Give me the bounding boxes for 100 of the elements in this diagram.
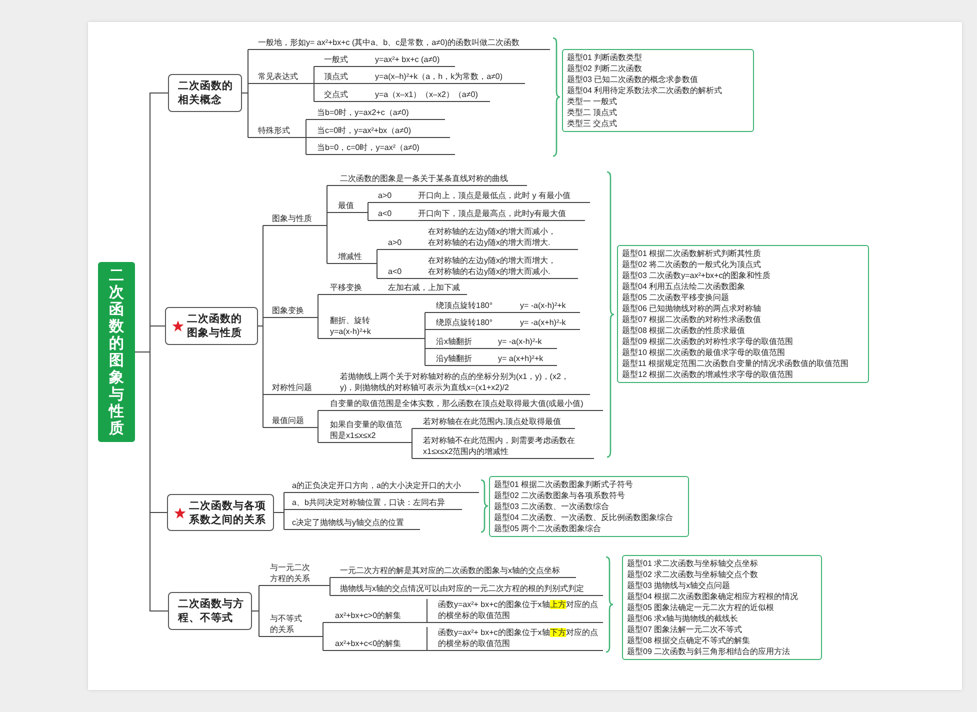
subtopic-text: ax²+bx+c<0的解集: [335, 638, 402, 649]
subtopic-text: 对称性问题: [272, 382, 313, 393]
connector: [324, 585, 330, 596]
subtopic-line: [425, 300, 580, 313]
summary-box: [617, 245, 869, 383]
summary-item: 题型02 二次函数图象与各项系数符号: [494, 490, 626, 501]
subtopic-line: [259, 613, 318, 637]
summary-item: 题型03 已知二次函数的概念求参数值: [567, 74, 700, 85]
subtopic-line: [318, 398, 603, 411]
summary-item: 题型06 求x轴与抛物线的截线长: [627, 613, 740, 624]
summary-box: [489, 476, 689, 537]
subtopic-line: [327, 200, 363, 213]
subtopic-line: [284, 480, 479, 493]
connector: [362, 212, 368, 221]
topic-label: 二次函数的图象与性质: [108, 267, 125, 437]
subtopic-line: [314, 89, 490, 102]
connector: [300, 137, 306, 155]
subtopic-text: 常见表达式: [258, 71, 298, 82]
summary-item: 题型08 根据二次函数的性质求最值: [622, 325, 746, 336]
subtopic-text: 二次函数的图象是一条关于某条直线对称的曲线: [340, 173, 508, 184]
subtopic-line: [318, 419, 407, 443]
connector: [426, 626, 428, 651]
summary-item: 题型12 根据二次函数的增减性求字母的取值范围: [622, 369, 794, 380]
subtopic-text: 绕原点旋转180°: [436, 317, 494, 328]
summary-item: 题型09 根据二次函数的对称性求字母的取值范围: [622, 336, 794, 347]
summary-item: 题型01 求二次函数与坐标轴交点坐标: [627, 558, 760, 569]
subtopic-text: a、b共同决定对称轴位置，口诀：左同右异: [292, 497, 445, 508]
summary-item: 类型一 一般式: [567, 96, 618, 107]
subtopic-text: 在对称轴的左边y随x的增大而增大，在对称轴的右边y随x的增大而减小.: [428, 255, 557, 277]
subtopic-line: [368, 208, 585, 221]
subtopic-line: [284, 517, 420, 530]
subtopic-text: 当b=0时，y=ax2+c（a≠0): [317, 107, 409, 118]
subtopic-text: 一般式: [324, 54, 349, 65]
subtopic-text: 最值: [338, 200, 354, 211]
summary-item: 类型三 交点式: [567, 118, 618, 129]
subtopic-text: 当b=0，c=0时，y=ax²（a≠0): [317, 142, 420, 153]
summary-item: 类型二 顶点式: [567, 107, 618, 118]
subtopic-line: [306, 125, 450, 138]
subtopic-line: [259, 562, 325, 586]
subtopic-text: 图象变换: [272, 305, 304, 316]
topic-label: 二次函数的相关概念: [178, 79, 234, 107]
subtopic-line: [314, 71, 525, 84]
subtopic-text: 特殊形式: [258, 125, 290, 136]
summary-item: 题型05 二次函数平移变换问题: [622, 292, 730, 303]
subtopic-line: [330, 583, 603, 596]
root-topic-box: [98, 262, 135, 442]
summary-item: 题型03 二次函数y=ax²+bx+c的图象和性质: [622, 270, 772, 281]
subtopic-text: y= -a(x-h)²+k: [520, 300, 566, 311]
summary-item: 题型07 根据二次函数的对称性求函数值: [622, 314, 762, 325]
connector: [312, 317, 318, 339]
connector: [258, 326, 264, 428]
subtopic-text: 函数y=ax²+ bx+c的图象位于x轴下方对应的点的横坐标的取值范围: [438, 627, 599, 649]
summary-item: 题型11 根据规定范围二次函数自变量的情况求函数值的取值范围: [622, 358, 850, 369]
summary-item: 题型04 利用五点法绘二次函数图象: [622, 281, 746, 292]
connector: [420, 338, 426, 366]
subtopic-line: [368, 190, 590, 203]
subtopic-text: y=a（x–x1）（x–x2）（a≠0): [375, 89, 478, 100]
subtopic-line: [412, 435, 594, 459]
subtopic-line: [323, 638, 427, 651]
subtopic-text: 与不等式的关系: [270, 613, 303, 635]
subtopic-text: a<0: [378, 208, 393, 219]
connector: [134, 352, 168, 612]
summary-item: 题型04 二次函数、一次函数、反比例函数图象综合: [494, 512, 674, 523]
connector: [406, 442, 412, 459]
subtopic-line: [327, 251, 372, 264]
connector: [426, 598, 428, 623]
summary-item: 题型02 求二次函数与坐标轴交点个数: [627, 569, 760, 580]
subtopic-text: y= -a(x-h)²-k: [498, 336, 542, 347]
subtopic-line: [314, 54, 455, 67]
subtopic-text: 在对称轴的左边y随x的增大而减小，在对称轴的右边y随x的增大而增大.: [428, 226, 557, 248]
subtopic-line: [248, 71, 309, 84]
topic-box: [167, 494, 274, 531]
subtopic-text: ax²+bx+c>0的解集: [335, 610, 402, 621]
subtopic-text: 若抛物线上两个关于对称轴对称的点的坐标分别为(x1，y)，(x2，y)，则抛物线的对称轴可表示为直线x=(x1+x2)/2: [340, 371, 570, 393]
subtopic-text: 翻折、旋转 y=a(x-h)²+k: [330, 315, 372, 337]
subtopic-line: [377, 226, 578, 250]
connector: [312, 427, 318, 443]
subtopic-text: 抛物线与x轴的交点情况可以由对应的一元二次方程的根的判别式判定: [340, 583, 584, 594]
subtopic-line: [412, 416, 575, 429]
subtopic-text: 增减性: [338, 251, 362, 262]
summary-item: 题型04 根据二次函数图象确定相应方程根的情况: [627, 591, 800, 602]
connector: [318, 636, 324, 651]
subtopic-text: a>0: [378, 190, 393, 201]
subtopic-line: [327, 173, 527, 186]
subtopic-text: 沿y轴翻折: [436, 353, 473, 364]
subtopic-line: [425, 353, 557, 366]
subtopic-text: 开口向下，顶点是最高点，此时y有最大值: [418, 208, 566, 219]
subtopic-text: 图象与性质: [272, 213, 312, 224]
summary-item: 题型02 将二次函数的一般式化为顶点式: [622, 259, 762, 270]
subtopic-text: 平移变换: [330, 282, 363, 293]
subtopic-text: a的正负决定开口方向，a的大小决定开口的大小: [292, 480, 461, 491]
subtopic-text: 若对称轴不在此范围内，则需要考虑函数在x1≤x≤x2范围内的增减性: [423, 435, 576, 457]
subtopic-text: 交点式: [324, 89, 349, 100]
connector: [308, 83, 314, 102]
subtopic-line: [427, 627, 603, 651]
summary-item: 题型07 图象法解一元二次不等式: [627, 624, 744, 635]
summary-box: [562, 49, 754, 132]
subtopic-text: y=ax²+ bx+c (a≠0): [375, 54, 440, 65]
subtopic-line: [248, 37, 550, 50]
subtopic-text: 自变量的取值范围是全体实数，那么函数在顶点处取得最大值(或最小值): [330, 398, 584, 409]
